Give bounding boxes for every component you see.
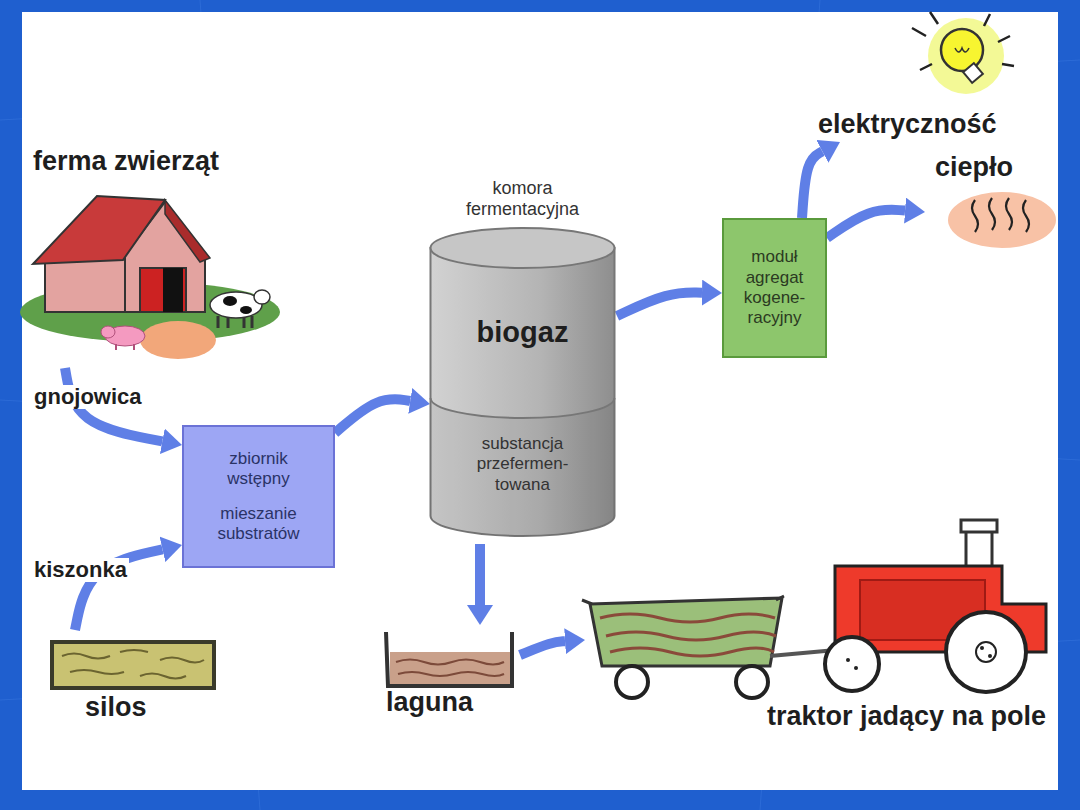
silage-heap-part bbox=[52, 642, 214, 688]
edge-label: kiszonka bbox=[32, 558, 129, 582]
tractor-trailer-part bbox=[600, 614, 776, 656]
farm-picture-part bbox=[116, 344, 134, 350]
heat-cloud bbox=[948, 192, 1056, 248]
silage-heap-part bbox=[62, 650, 204, 679]
farm-picture bbox=[20, 196, 280, 359]
node-text: biogaz bbox=[448, 316, 598, 349]
tractor-part bbox=[825, 637, 879, 691]
electricity-node: elektryczność bbox=[815, 12, 1055, 142]
node-label: elektryczność bbox=[818, 109, 997, 140]
light-bulb bbox=[912, 12, 1014, 94]
tractor bbox=[825, 520, 1046, 692]
digester-tank: komora fermentacyjna biogaz substancja prz… bbox=[425, 176, 620, 544]
cylinder-divider bbox=[431, 398, 615, 418]
cylinder-top bbox=[431, 228, 615, 268]
node-label: laguna bbox=[386, 687, 473, 718]
lagoon-tank bbox=[386, 632, 512, 686]
light-bulb-part bbox=[955, 48, 969, 52]
light-bulb-part bbox=[963, 63, 983, 83]
tractor-part bbox=[976, 642, 996, 662]
digestate-zone bbox=[431, 398, 615, 536]
tractor-trailer-part bbox=[582, 596, 784, 604]
farm-picture-part bbox=[254, 290, 270, 304]
node-label: moduł agregat kogene- racyjny bbox=[730, 247, 819, 329]
tractor-part bbox=[854, 666, 858, 670]
farm-picture-part bbox=[240, 306, 252, 314]
cylinder-body bbox=[431, 248, 615, 536]
tractor-trailer-part bbox=[736, 666, 768, 698]
tractor-part bbox=[961, 520, 997, 532]
farm-picture-part bbox=[163, 268, 183, 312]
tractor-trailer bbox=[582, 596, 836, 698]
flow-arrow bbox=[335, 399, 410, 433]
tractor-part bbox=[846, 658, 850, 662]
farm-node: ferma zwierząt bbox=[25, 140, 290, 368]
tractor-part bbox=[946, 612, 1026, 692]
node-text: mieszanie substratów bbox=[206, 504, 311, 545]
node-label: silos bbox=[85, 692, 147, 723]
heat-cloud-part bbox=[948, 192, 1056, 248]
farm-picture-part bbox=[140, 268, 186, 312]
light-bulb-part bbox=[928, 18, 1004, 94]
lagoon-node: laguna bbox=[380, 625, 520, 725]
slide-frame-part bbox=[22, 12, 1058, 790]
node-label: komora fermentacyjna bbox=[443, 178, 603, 219]
lagoon-tank-part bbox=[390, 652, 510, 684]
flow-arrow bbox=[475, 544, 485, 605]
node-label: zbiornik wstępny bbox=[206, 449, 311, 490]
lagoon-tank-part bbox=[386, 632, 512, 686]
farm-picture-part bbox=[101, 326, 115, 338]
node-text: substancja przefermen- towana bbox=[458, 434, 588, 495]
flow-arrow bbox=[802, 151, 822, 218]
tractor-trailer-part bbox=[616, 666, 648, 698]
edge-label: gnojowica bbox=[32, 385, 144, 409]
lagoon-tank-part bbox=[396, 660, 504, 677]
flow-arrow bbox=[520, 641, 565, 655]
flow-arrow bbox=[827, 210, 905, 238]
node-label: traktor jadący na pole bbox=[767, 701, 1046, 732]
tractor-trailer-part bbox=[590, 598, 782, 666]
process-box: zbiornik wstępny mieszanie substratów bbox=[182, 425, 335, 568]
flow-arrow bbox=[617, 292, 702, 316]
tractor-node: traktor jadący na pole bbox=[585, 515, 1050, 735]
farm-picture-part bbox=[140, 321, 216, 359]
silage-heap bbox=[52, 642, 214, 688]
farm-picture-part bbox=[223, 296, 237, 306]
tractor-part bbox=[980, 646, 984, 650]
heat-cloud-part bbox=[972, 198, 1029, 232]
chp-box: moduł agregat kogene- racyjny bbox=[722, 218, 827, 358]
farm-picture-part bbox=[218, 316, 252, 328]
silo-node: silos bbox=[45, 630, 225, 730]
node-label: ciepło bbox=[935, 152, 1013, 183]
farm-picture-part bbox=[33, 196, 165, 264]
node-label: ferma zwierząt bbox=[33, 146, 219, 177]
light-bulb-part bbox=[912, 12, 1014, 70]
heat-node: ciepło bbox=[925, 150, 1060, 250]
tractor-part bbox=[988, 654, 992, 658]
farm-picture-part bbox=[165, 200, 210, 262]
light-bulb-part bbox=[941, 29, 983, 71]
